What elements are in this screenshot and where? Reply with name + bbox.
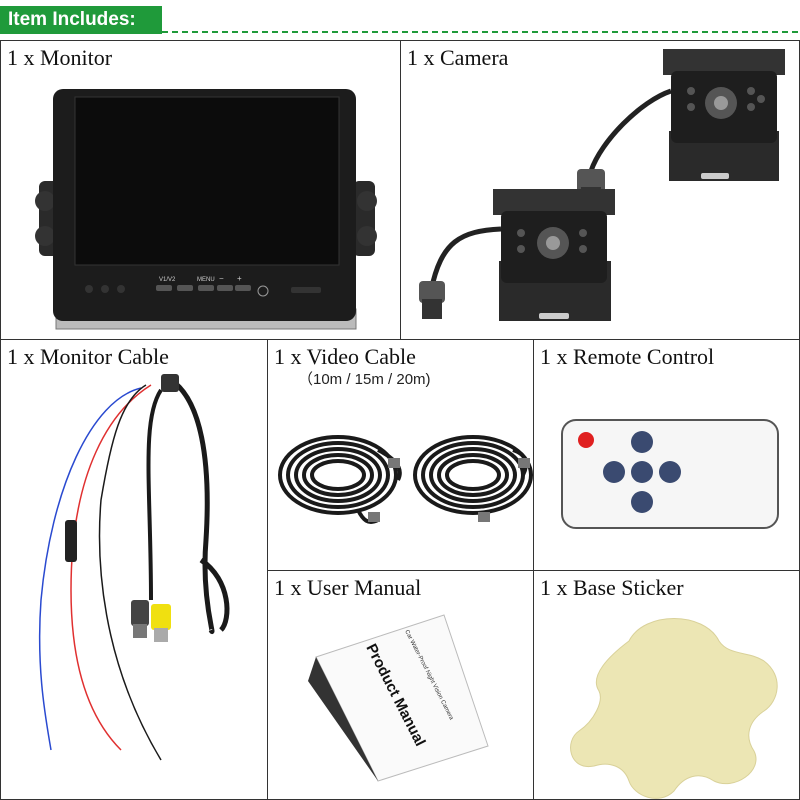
remote-control-image	[561, 419, 779, 529]
item-video-cable: 1 x Video Cable （10m / 15m / 20m)	[267, 339, 534, 571]
item-title: 1 x Remote Control	[540, 344, 715, 369]
item-title: 1 x Camera	[407, 45, 509, 70]
item-subtitle: （10m / 15m / 20m)	[298, 371, 431, 388]
item-title: 1 x Base Sticker	[540, 575, 684, 600]
item-camera: 1 x Camera	[400, 40, 800, 340]
monitor-label-minus: −	[219, 274, 224, 283]
item-remote-control: 1 x Remote Control	[533, 339, 800, 571]
camera-image	[419, 49, 785, 321]
monitor-cable-image	[38, 374, 230, 761]
item-monitor: 1 x Monitor V1/V2 MENU − +	[0, 40, 401, 340]
item-title: 1 x Monitor	[7, 45, 113, 70]
monitor-label-plus: +	[237, 274, 242, 283]
item-title: 1 x Video Cable	[274, 344, 416, 369]
header-dashed-line	[162, 31, 798, 33]
monitor-image: V1/V2 MENU − +	[35, 89, 377, 330]
monitor-label-menu: MENU	[197, 277, 215, 283]
item-title: 1 x User Manual	[274, 575, 422, 600]
user-manual-image: Product Manual Car Water-Proof Night Vis…	[308, 614, 489, 782]
section-header: Item Includes:	[0, 6, 162, 34]
item-base-sticker: 1 x Base Sticker	[533, 570, 800, 800]
item-title: 1 x Monitor Cable	[7, 344, 169, 369]
item-monitor-cable: 1 x Monitor Cable	[0, 339, 268, 800]
base-sticker-image	[570, 618, 778, 799]
video-cable-image	[278, 435, 533, 524]
monitor-label-v1v2: V1/V2	[159, 277, 176, 283]
item-user-manual: 1 x User Manual Product Manual Car Water…	[267, 570, 534, 800]
